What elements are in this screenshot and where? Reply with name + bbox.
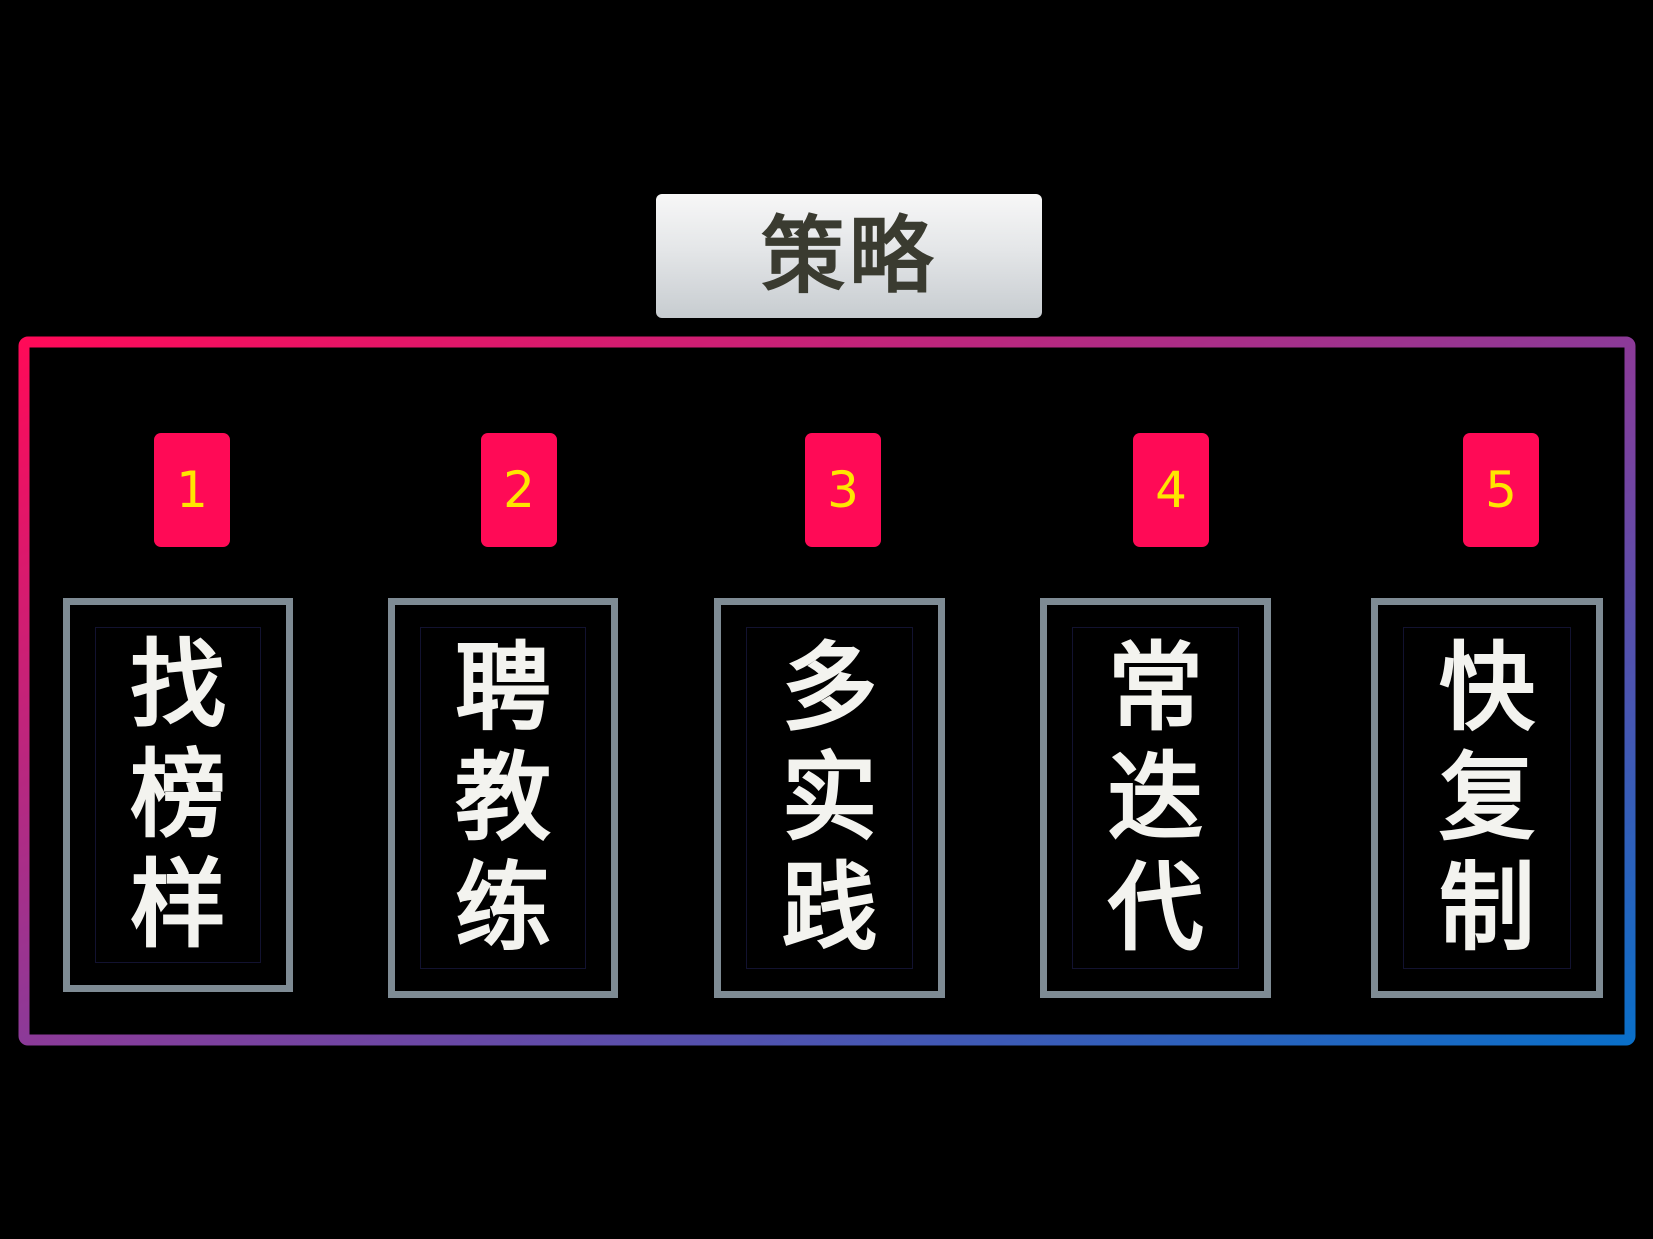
step-number-badge: 3	[805, 433, 881, 547]
strategy-card: 多实践	[714, 598, 945, 998]
step-number-badge: 4	[1133, 433, 1209, 547]
strategy-char: 常	[1107, 632, 1204, 744]
strategy-char: 快	[1439, 632, 1535, 744]
strategy-char: 迭	[1107, 742, 1204, 854]
strategy-char: 教	[455, 742, 551, 854]
strategy-card: 常迭代	[1040, 598, 1271, 998]
strategy-card: 聘教练	[388, 598, 618, 998]
strategy-card-inner: 快复制	[1403, 627, 1571, 969]
strategy-char: 练	[455, 852, 551, 964]
strategy-card-inner: 多实践	[746, 627, 913, 969]
strategy-char: 制	[1439, 852, 1535, 964]
strategy-char: 实	[781, 742, 878, 854]
strategy-card-inner: 聘教练	[420, 627, 586, 969]
strategy-char: 复	[1439, 742, 1535, 854]
step-number-badge: 5	[1463, 433, 1539, 547]
title-banner: 策略	[656, 194, 1042, 318]
strategy-char: 榜	[130, 739, 226, 851]
step-number-badge: 2	[481, 433, 557, 547]
strategy-card: 找榜样	[63, 598, 293, 992]
step-number-badge: 1	[154, 433, 230, 547]
strategy-char: 代	[1107, 852, 1204, 964]
strategy-card: 快复制	[1371, 598, 1603, 998]
strategy-char: 聘	[455, 632, 551, 744]
strategy-char: 践	[781, 852, 878, 964]
strategy-card-inner: 找榜样	[95, 627, 261, 963]
strategy-char: 找	[130, 629, 226, 741]
strategy-char: 样	[130, 849, 226, 961]
strategy-char: 多	[781, 632, 878, 744]
strategy-card-inner: 常迭代	[1072, 627, 1239, 969]
page-title: 策略	[760, 207, 937, 305]
